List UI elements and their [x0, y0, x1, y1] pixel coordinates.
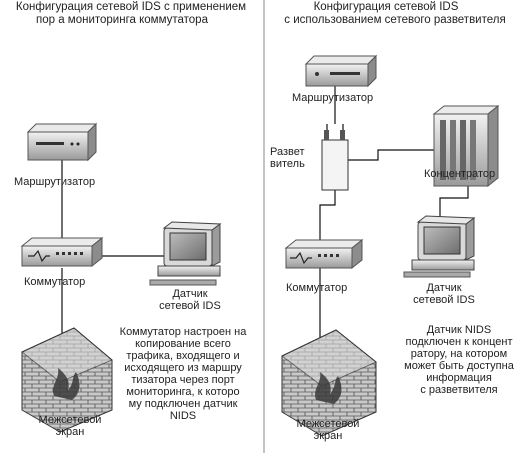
right-tap-device	[321, 130, 349, 191]
right-hub-label: Концентратор	[424, 168, 496, 180]
left-note-line: тизатора через порт	[131, 374, 235, 386]
right-tap-label-line1: Развет	[270, 146, 305, 158]
left-switch-device	[20, 236, 104, 268]
left-sensor-label-line2: сетевой IDS	[159, 300, 221, 312]
right-note-line: может быть доступна	[404, 360, 514, 372]
left-note-line: му подключен датчик	[128, 398, 238, 410]
left-sensor-computer	[149, 221, 222, 286]
left-note-line: исходящего из маршру	[124, 362, 242, 374]
left-firewall-label-line1: Межсетевой	[38, 414, 102, 426]
right-firewall-label-line1: Межсетевой	[296, 418, 360, 430]
right-note-line: Датчик NIDS	[426, 324, 492, 336]
right-note-line: с разветвителя	[420, 384, 498, 396]
right-firewall-label-line2: экран	[313, 430, 343, 442]
left-title-line2: пор а мониторинга коммутатора	[36, 14, 208, 26]
right-hub-device	[432, 104, 500, 188]
right-switch-device	[284, 238, 364, 270]
right-firewall-wall	[281, 329, 377, 437]
left-switch-label: Коммутатор	[24, 276, 86, 288]
right-note: Датчик NIDS подключен к концент ратору, …	[392, 324, 526, 396]
right-switch-label: Коммутатор	[286, 282, 348, 294]
left-sensor-label-line1: Датчик	[172, 288, 208, 300]
left-note-line: мониторинга, к которо	[126, 386, 240, 398]
right-title-line2: с использованием сетевого разветвителя	[284, 14, 506, 26]
left-router-label: Маршрутизатор	[14, 176, 96, 188]
right-title-line1: Конфигурация сетевой IDS	[313, 1, 459, 13]
right-sensor-label-line2: сетевой IDS	[413, 294, 475, 306]
right-sensor-label-line1: Датчик	[426, 282, 462, 294]
left-router-device	[26, 122, 98, 162]
right-note-line: подключен к концент	[405, 336, 513, 348]
left-note-line: трафика, входящего и	[126, 350, 240, 362]
right-firewall-label: Межсетевой экран	[282, 418, 374, 442]
left-firewall-label-line2: экран	[55, 426, 85, 438]
left-firewall-label: Межсетевой экран	[24, 414, 116, 438]
left-firewall-wall	[21, 327, 113, 433]
right-note-line: ратору, на котором	[410, 348, 508, 360]
left-title-line1: Конфигурация сетевой IDS с применением	[15, 1, 247, 13]
right-note-line: информация	[426, 372, 492, 384]
right-sensor-computer	[403, 215, 476, 278]
right-router-label: Маршрутизатор	[292, 92, 374, 104]
left-note-line: NIDS	[169, 410, 197, 422]
right-tap-label-line2: витель	[270, 158, 305, 170]
left-note-line: Коммутатор настроен на	[119, 326, 247, 338]
left-note: Коммутатор настроен на копирование всего…	[104, 326, 262, 422]
left-note-line: копирование всего	[135, 338, 231, 350]
right-router-device	[304, 54, 378, 88]
right-connections	[319, 86, 469, 340]
left-sensor-label: Датчик сетевой IDS	[150, 288, 230, 312]
right-tap-label: Развет витель	[270, 146, 320, 170]
right-sensor-label: Датчик сетевой IDS	[404, 282, 484, 306]
